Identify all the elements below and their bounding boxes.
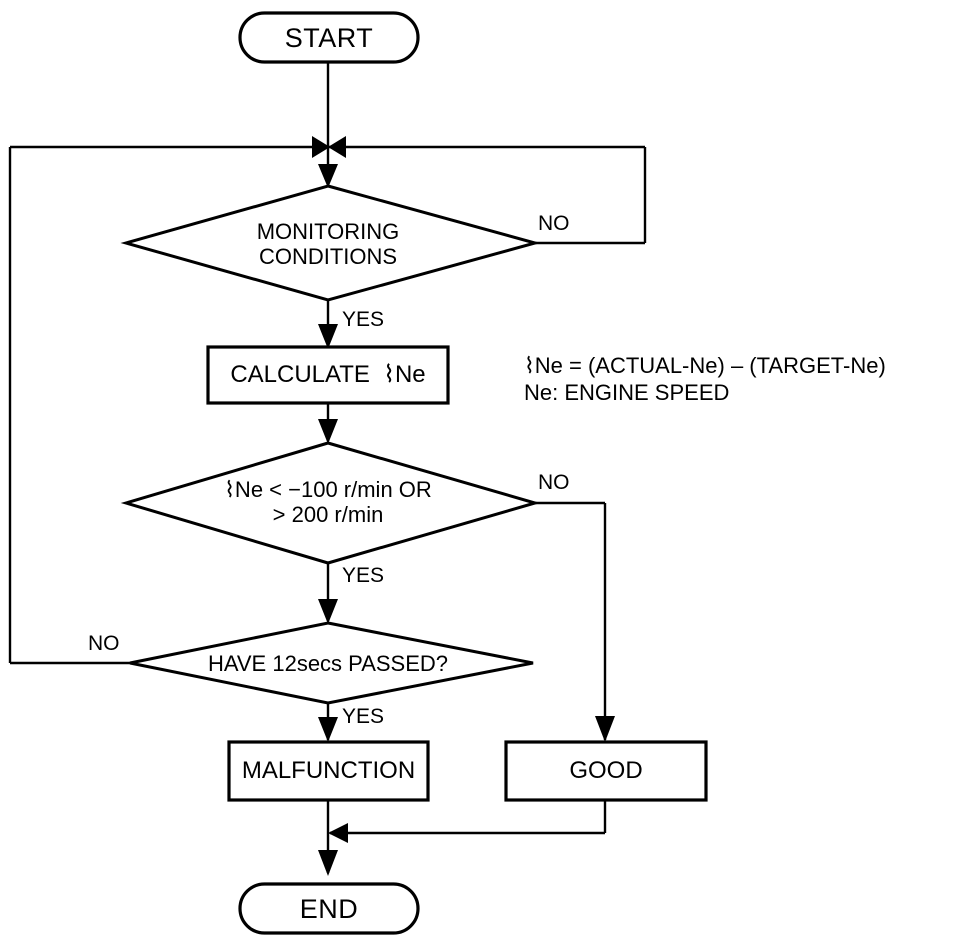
monitoring-conditions-label: MONITORING CONDITIONS — [256, 219, 400, 270]
malfunction-process-shape — [227, 740, 430, 802]
arrowhead-to-good — [595, 716, 615, 742]
threshold-decision-shape — [120, 441, 541, 565]
edge-label-timer-no: NO — [88, 632, 120, 655]
calculate-label: CALCULATE ⌇Ne — [230, 361, 426, 388]
end-terminator-shape — [238, 882, 420, 935]
timer-decision-shape — [129, 621, 534, 705]
junction-arrowhead-right — [312, 136, 330, 158]
junction-arrowhead-left — [328, 136, 346, 158]
monitoring-decision-shape — [120, 184, 541, 302]
edge-label-threshold-no: NO — [538, 471, 570, 494]
good-process-shape — [504, 740, 708, 802]
timer-label: HAVE 12secs PASSED? — [207, 651, 449, 676]
arrowhead-to-calculate — [318, 324, 338, 349]
arrowhead-to-end — [318, 850, 338, 876]
threshold-label: ⌇Ne < −100 r/min OR > 200 r/min — [224, 477, 432, 528]
edge-label-monitoring-yes: YES — [342, 308, 385, 331]
arrowhead-to-timer — [318, 599, 338, 624]
formula-note-line-1: ⌇Ne = (ACTUAL-Ne) – (TARGET-Ne) — [524, 353, 886, 378]
edge-label-timer-yes: YES — [342, 705, 385, 728]
start-terminator-shape — [238, 11, 420, 64]
start-label: START — [284, 23, 374, 53]
formula-note-line-2: Ne: ENGINE SPEED — [524, 380, 730, 405]
calculate-process-shape — [206, 345, 450, 405]
arrowhead-to-monitoring — [318, 164, 338, 188]
edge-label-threshold-yes: YES — [342, 564, 385, 587]
end-label: END — [299, 894, 359, 924]
good-label: GOOD — [569, 757, 643, 784]
malfunction-label: MALFUNCTION — [241, 757, 416, 784]
arrowhead-merge-left — [328, 823, 348, 843]
arrowhead-to-malfunction — [318, 717, 338, 742]
arrowhead-to-threshold — [318, 419, 338, 444]
edge-label-monitoring-no: NO — [538, 212, 570, 235]
